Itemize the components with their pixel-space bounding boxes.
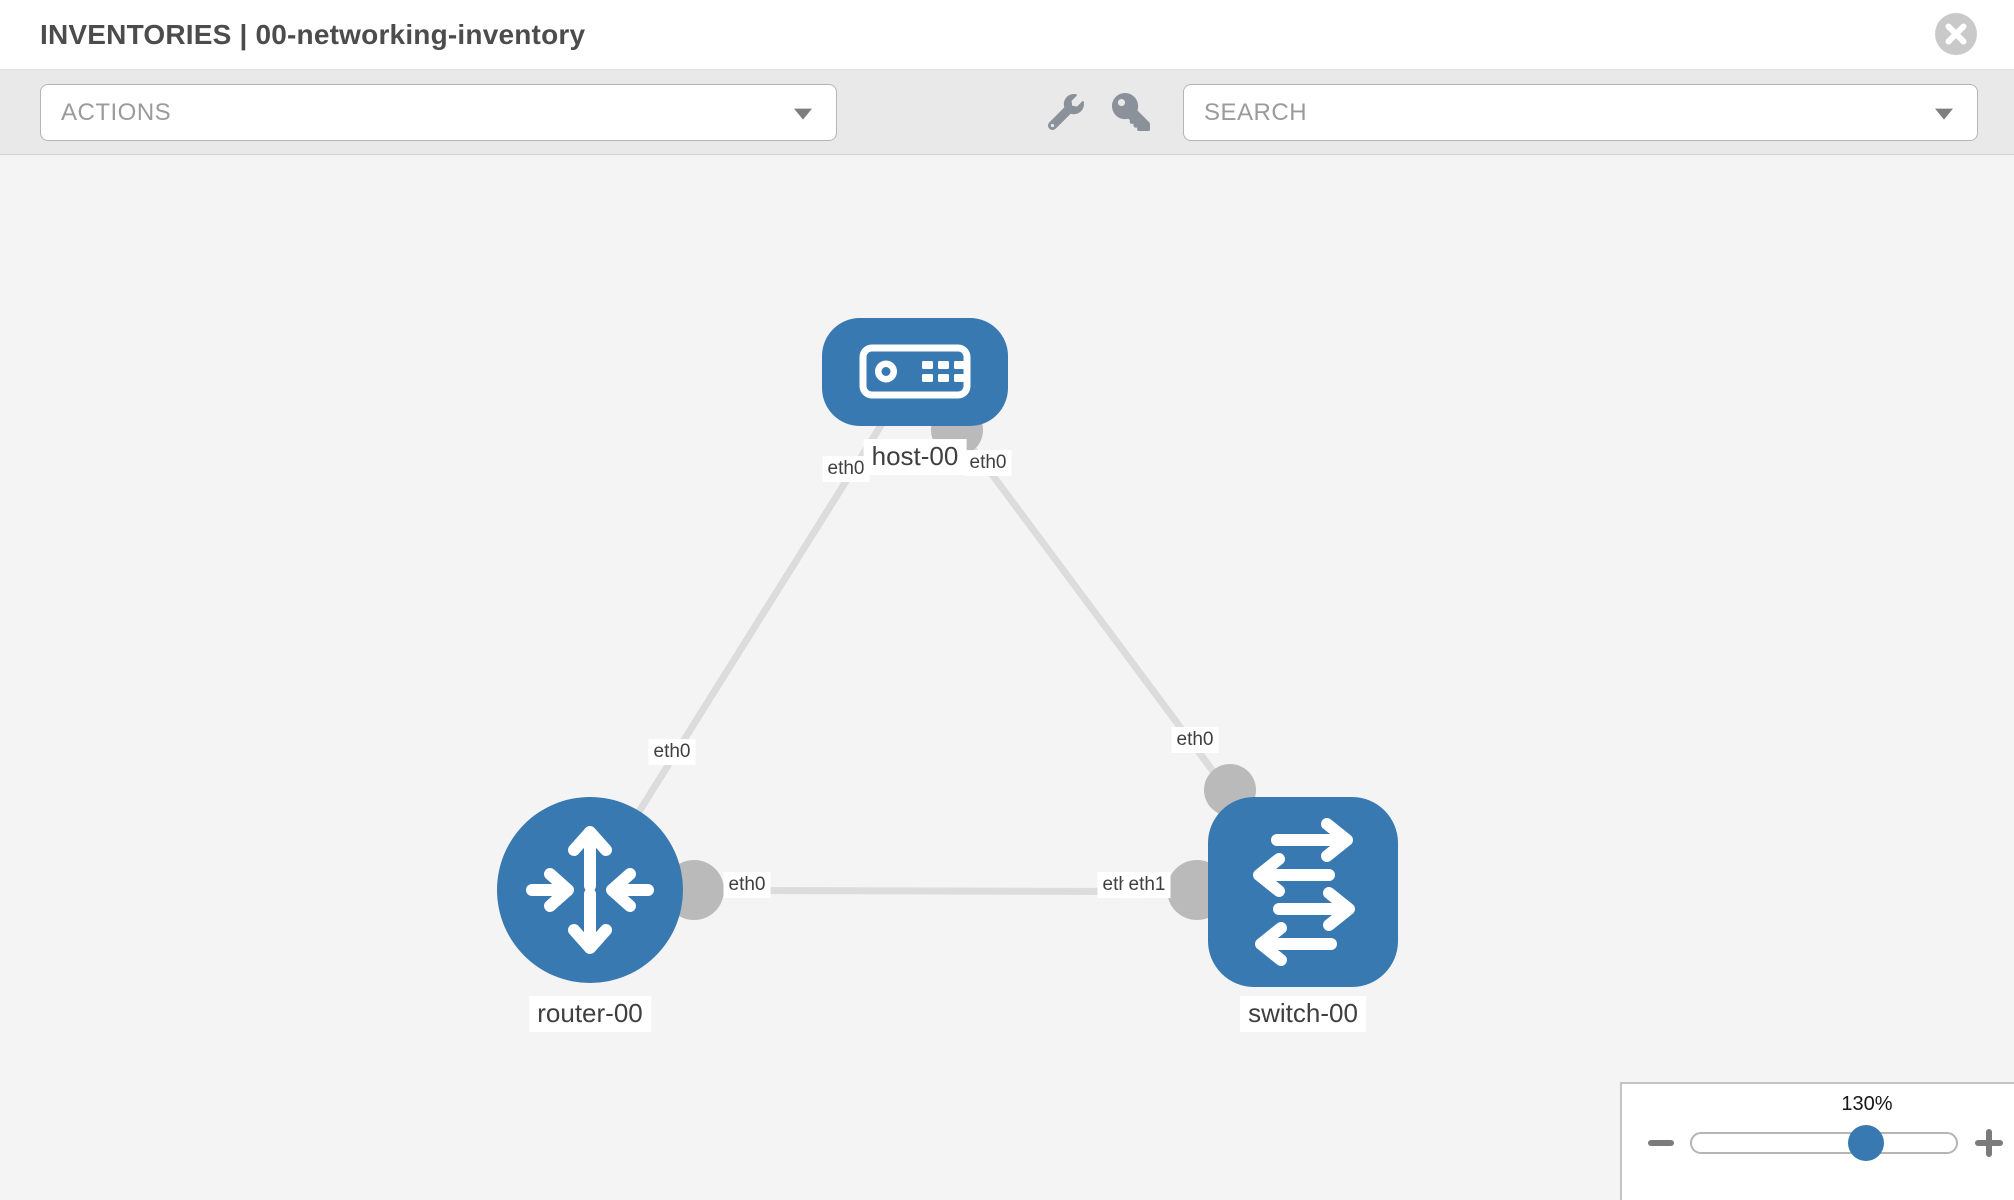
actions-dropdown-label: ACTIONS [61,98,172,126]
node-label-switch-00[interactable]: switch-00 [1240,996,1366,1032]
if-label-router-switch-router[interactable]: eth0 [723,872,771,898]
if-label-host-router-router[interactable]: eth0 [648,739,696,765]
actions-dropdown[interactable]: ACTIONS [40,84,837,141]
minus-icon[interactable] [1644,1128,1678,1158]
node-router-00[interactable] [497,797,683,983]
wrench-icon[interactable] [1048,94,1084,130]
zoom-slider-knob[interactable] [1848,1125,1884,1161]
header: INVENTORIES | 00-networking-inventory [0,0,2014,70]
topology-links-layer [587,368,1306,920]
plus-icon[interactable] [1972,1128,2006,1158]
search-dropdown-label: SEARCH [1204,98,1308,126]
node-host-00[interactable] [822,318,1008,426]
node-label-router-00[interactable]: router-00 [529,996,651,1032]
topology-canvas[interactable]: eth0 eth0 eth0 eth0 eth0 eth0 eth1 host-… [0,155,2014,1200]
zoom-control-panel: 130% [1620,1082,2014,1200]
node-switch-00[interactable] [1208,797,1398,987]
key-icon[interactable] [1112,93,1150,131]
router-arrows-icon [526,826,654,954]
zoom-slider-track[interactable] [1690,1125,1958,1161]
chevron-down-icon [794,108,812,120]
x-circle-icon [1935,13,1977,55]
close-button[interactable] [1934,12,1978,56]
server-icon [859,344,971,399]
toolbar: ACTIONS SEARCH [0,70,2014,155]
page-title: INVENTORIES | 00-networking-inventory [40,18,586,50]
if-label-router-switch-switch-eth1[interactable]: eth1 [1123,872,1171,898]
search-dropdown[interactable]: SEARCH [1183,84,1978,141]
switch-arrows-icon [1253,818,1355,966]
zoom-level-value: 130% [1841,1093,1893,1115]
if-label-host-switch-host[interactable]: eth0 [964,450,1012,476]
node-label-host-00[interactable]: host-00 [863,439,967,475]
chevron-down-icon [1935,108,1953,120]
if-label-host-router-host[interactable]: eth0 [822,456,870,482]
if-label-host-switch-switch[interactable]: eth0 [1171,727,1219,753]
